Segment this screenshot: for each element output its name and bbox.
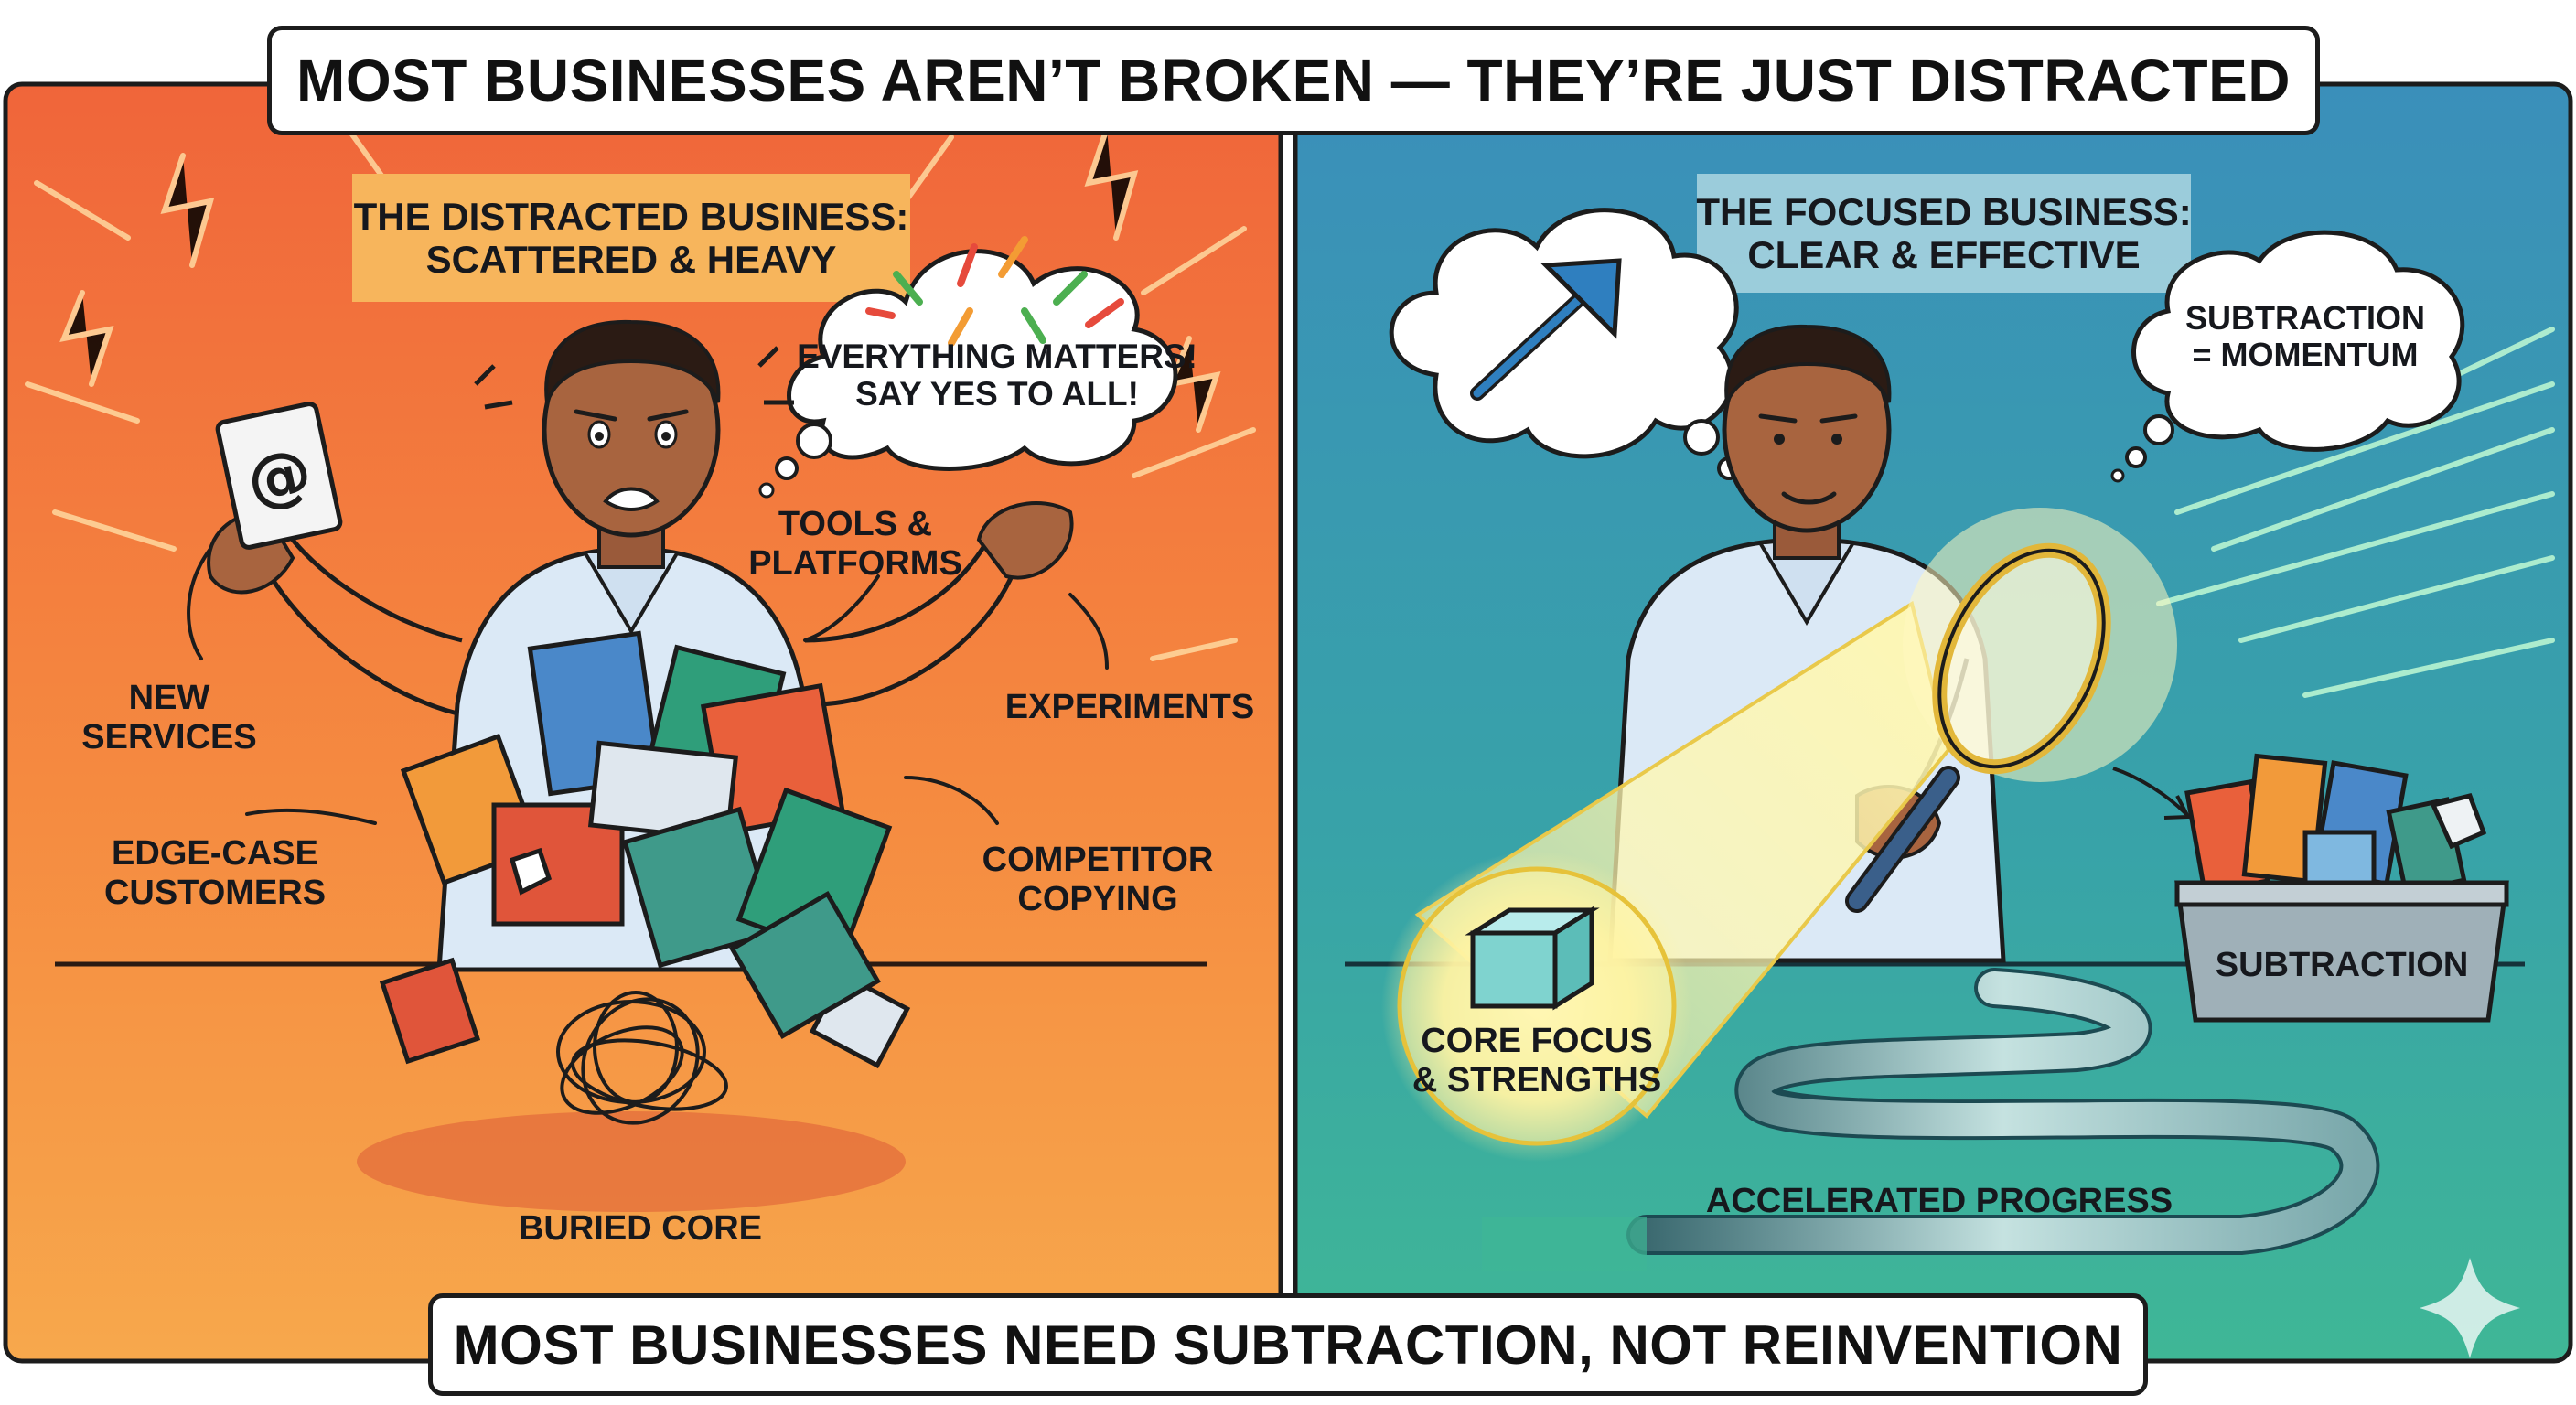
label-pointers: [187, 547, 1109, 825]
header-banner: MOST BUSINESSES AREN’T BROKEN — THEY’RE …: [267, 26, 2320, 135]
right-thought-cloud-arrow: [1389, 208, 1741, 480]
panel-divider: [1279, 82, 1297, 1363]
scattered-arrows-icon: [865, 236, 1124, 347]
tangled-core-scribble: [556, 991, 728, 1125]
sparkle-icon: [2420, 1258, 2520, 1358]
right-heading-line1: THE FOCUSED BUSINESS:: [1696, 189, 2192, 233]
right-thought-line2: = MOMENTUM: [2192, 336, 2419, 373]
right-heading-line2: CLEAR & EFFECTIVE: [1747, 233, 2141, 276]
right-heading-bg: [1697, 174, 2191, 293]
magnifying-glass-icon: [1845, 508, 2177, 913]
label-new-services-line2: SERVICES: [81, 718, 257, 756]
label-edge-case-line2: CUSTOMERS: [103, 874, 327, 912]
right-thought-text: SUBTRACTION = MOMENTUM: [2150, 291, 2461, 382]
to-bin-arrow: [2112, 767, 2188, 816]
label-buried-core-text: BURIED CORE: [518, 1208, 763, 1248]
label-competitor-line2: COPYING: [1017, 880, 1178, 918]
label-new-services-line1: NEW: [128, 679, 210, 718]
progress-path: [1630, 971, 2377, 1251]
left-thought-line1: EVERYTHING MATTERS!: [797, 337, 1197, 375]
label-accelerated-progress: ACCELERATED PROGRESS: [1665, 1175, 2214, 1227]
right-thought-line1: SUBTRACTION: [2185, 298, 2425, 337]
left-heading: THE DISTRACTED BUSINESS: SCATTERED & HEA…: [352, 174, 910, 302]
label-tools-line2: PLATFORMS: [748, 544, 962, 583]
label-edge-case-line1: EDGE-CASE: [112, 834, 318, 874]
arrow-up-right-icon: [1470, 258, 1622, 401]
label-subtraction-bin: SUBTRACTION: [2195, 938, 2488, 992]
label-progress-text: ACCELERATED PROGRESS: [1705, 1181, 2174, 1220]
svg-text:@: @: [240, 434, 318, 520]
subtraction-bin: [2174, 753, 2509, 1023]
energy-streaks: [25, 125, 1256, 661]
label-core-focus: CORE FOCUS & STRENGTHS: [1400, 1015, 1674, 1107]
footer-tagline: MOST BUSINESSES NEED SUBTRACTION, NOT RE…: [453, 1314, 2123, 1376]
label-competitor-copying: COMPETITOR COPYING: [970, 834, 1226, 926]
page-title: MOST BUSINESSES AREN’T BROKEN — THEY’RE …: [296, 48, 2291, 113]
label-competitor-line1: COMPETITOR: [982, 841, 1214, 880]
left-heading-line2: SCATTERED & HEAVY: [425, 238, 837, 281]
left-heading-line1: THE DISTRACTED BUSINESS:: [353, 194, 909, 238]
at-sign-icon: @: [215, 402, 343, 550]
left-thought-cloud: [758, 236, 1178, 499]
left-thought-text: EVERYTHING MATTERS! SAY YES TO ALL!: [797, 325, 1197, 425]
label-tools-line1: TOOLS &: [778, 505, 933, 544]
label-subtraction-text: SUBTRACTION: [2215, 945, 2469, 984]
label-edge-case-customers: EDGE-CASE CUSTOMERS: [87, 828, 343, 919]
footer-banner: MOST BUSINESSES NEED SUBTRACTION, NOT RE…: [428, 1293, 2148, 1396]
label-tools-platforms: TOOLS & PLATFORMS: [732, 499, 979, 590]
label-core-line1: CORE FOCUS: [1421, 1022, 1653, 1061]
left-thought-line2: SAY YES TO ALL!: [855, 375, 1139, 413]
clutter-pile: [379, 630, 911, 1069]
right-thought-cloud-subtraction: [2110, 230, 2465, 483]
core-cube-icon: [1465, 906, 1600, 1011]
label-core-line2: & STRENGTHS: [1411, 1061, 1662, 1099]
left-heading-bg: [352, 174, 910, 302]
label-buried-core: BURIED CORE: [494, 1203, 787, 1254]
right-heading: THE FOCUSED BUSINESS: CLEAR & EFFECTIVE: [1696, 174, 2192, 293]
label-new-services: NEW SERVICES: [64, 672, 274, 764]
label-experiments-text: EXPERIMENTS: [1004, 687, 1255, 726]
label-experiments: EXPERIMENTS: [997, 681, 1262, 733]
